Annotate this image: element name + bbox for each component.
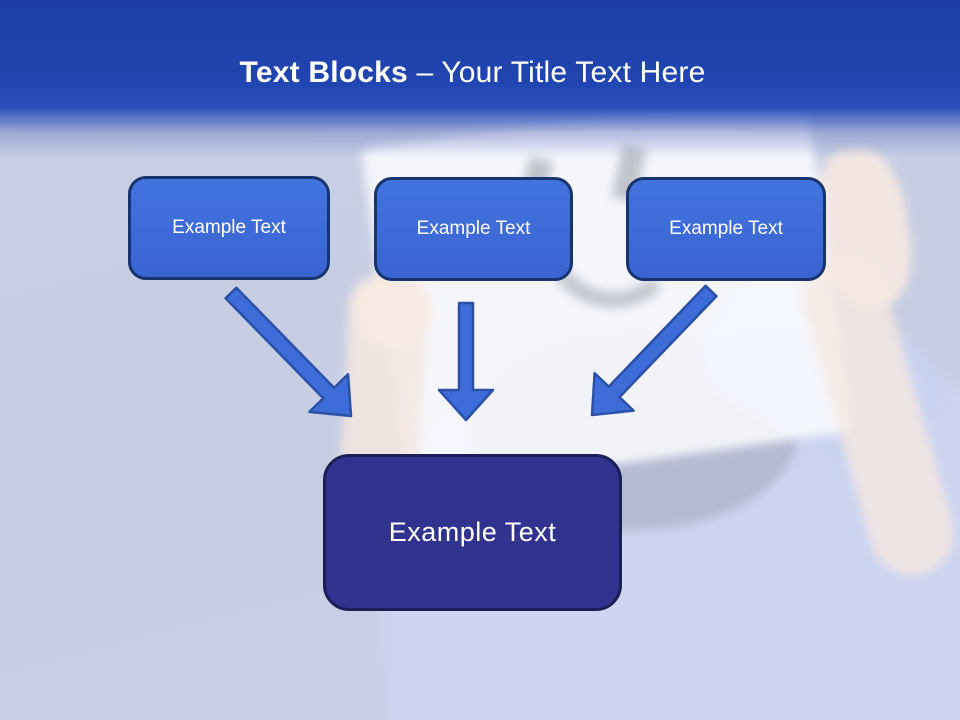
header-band	[0, 0, 960, 158]
result-block: Example Text	[323, 454, 622, 611]
slide-title-rest: – Your Title Text Here	[407, 56, 706, 89]
arrow-down-left-icon	[590, 284, 718, 417]
slide-title-bold: Text Blocks	[239, 56, 408, 89]
text-block-3-label: Example Text	[669, 218, 783, 239]
arrow-down-icon	[437, 301, 495, 422]
text-block-2-label: Example Text	[416, 218, 531, 239]
text-block-3: Example Text	[626, 177, 826, 281]
slide-title: Text Blocks – Your Title Text Here	[0, 56, 945, 90]
arrow-down-right-icon	[224, 286, 353, 418]
text-block-1-label: Example Text	[172, 217, 286, 238]
result-block-label: Example Text	[388, 517, 557, 547]
text-block-1: Example Text	[128, 176, 330, 280]
text-block-2: Example Text	[374, 177, 573, 281]
